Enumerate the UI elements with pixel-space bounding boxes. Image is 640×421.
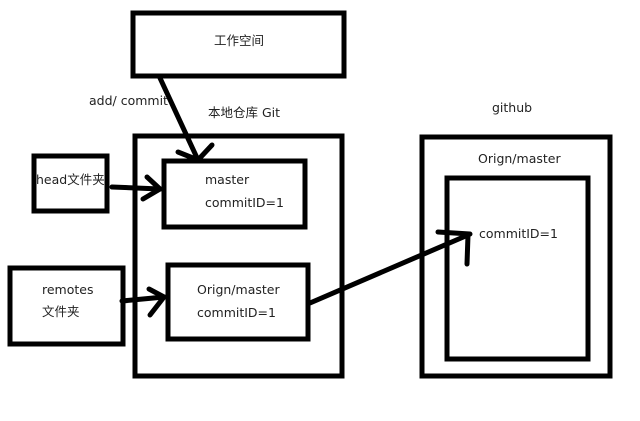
arrow-head-bottom <box>140 186 163 202</box>
remotes-folder-line1: remotes <box>42 282 93 297</box>
local-repo-label: 本地仓库 Git <box>208 105 280 120</box>
local-origin-box <box>165 262 311 342</box>
arrow-head-top <box>435 229 473 237</box>
github-commit-label: commitID=1 <box>479 226 558 241</box>
arrow-head-right <box>195 142 215 163</box>
arrow-remotes-to-origin <box>119 286 167 318</box>
head-folder-box <box>31 153 110 214</box>
arrow-head-top <box>144 174 163 192</box>
arrow-head-bottom <box>147 294 167 318</box>
arrow-head-top <box>146 286 167 300</box>
master-branch-label: master <box>205 172 250 187</box>
arrow-shaft <box>119 294 167 304</box>
github-origin-label: Orign/master <box>478 151 561 166</box>
arrow-shaft <box>157 75 201 163</box>
master-box <box>161 158 308 230</box>
arrow-head-to-master <box>109 174 163 202</box>
remotes-folder-box <box>7 265 126 347</box>
local-origin-commit-label: commitID=1 <box>197 305 276 320</box>
arrow-workspace-to-master <box>157 75 215 163</box>
remotes-folder-line2: 文件夹 <box>42 304 80 319</box>
github-inner-box <box>444 175 591 362</box>
local-origin-branch-label: Orign/master <box>197 282 280 297</box>
add-commit-label: add/ commit <box>89 93 168 108</box>
arrow-shaft <box>109 184 163 192</box>
master-commit-label: commitID=1 <box>205 195 284 210</box>
workspace-label: 工作空间 <box>214 33 264 48</box>
github-label: github <box>492 100 532 115</box>
arrow-head-left <box>175 149 201 163</box>
arrow-shaft <box>307 232 471 306</box>
arrow-origin-to-github <box>307 229 473 306</box>
arrow-head-bottom <box>464 232 471 267</box>
workspace-box <box>130 10 347 79</box>
head-folder-label: head文件夹 <box>36 172 105 187</box>
